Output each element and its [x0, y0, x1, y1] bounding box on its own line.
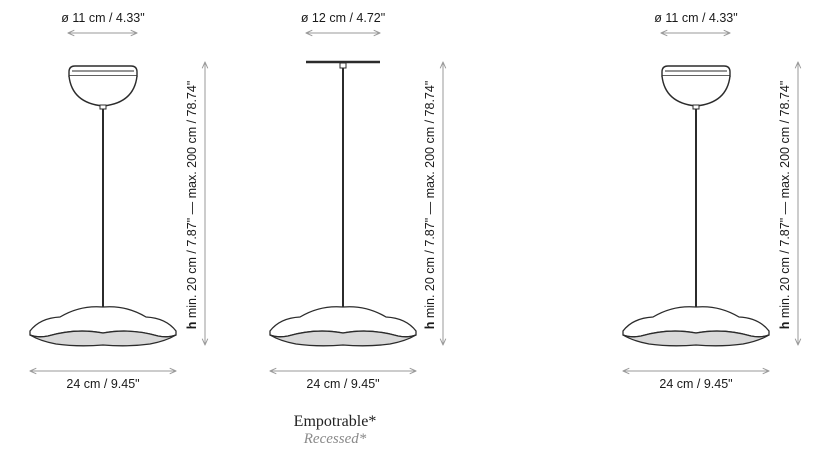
lamp-2-shade — [269, 306, 417, 347]
lamp-2-height-dimension: h min. 20 cm / 7.87" — max. 200 cm / 78.… — [423, 81, 437, 330]
lamp-1-shade — [29, 306, 177, 347]
caption-title: Empotrable* — [293, 413, 377, 430]
lamp-1-ceiling-canopy — [68, 65, 138, 110]
lamp-2-top-dimension: ø 12 cm / 4.72" — [301, 11, 385, 25]
lamp-3-bottom-dimension: 24 cm / 9.45" — [659, 377, 732, 391]
lamp-1-top-dimension: ø 11 cm / 4.33" — [61, 11, 144, 25]
lamp-2-recessed: ø 12 cm / 4.72" 24 cm / 9.45" h min. 20 … — [270, 11, 443, 391]
lamp-3-top-dimension: ø 11 cm / 4.33" — [654, 11, 737, 25]
lamp-3-shade — [622, 306, 770, 347]
lamp-1: ø 11 cm / 4.33" 24 cm / 9.45" h min. 20 … — [30, 11, 205, 391]
lamp-2-recessed-plate — [306, 60, 380, 69]
caption-subtitle: Recessed* — [303, 431, 367, 447]
lamp-1-bottom-dimension: 24 cm / 9.45" — [66, 377, 139, 391]
lamp-2-bottom-dimension: 24 cm / 9.45" — [306, 377, 379, 391]
lamp-3: ø 11 cm / 4.33" 24 cm / 9.45" h min. 20 … — [623, 11, 798, 391]
lamp-1-height-dimension: h min. 20 cm / 7.87" — max. 200 cm / 78.… — [185, 81, 199, 330]
lamp-3-height-dimension: h min. 20 cm / 7.87" — max. 200 cm / 78.… — [778, 81, 792, 330]
lamp-3-ceiling-canopy — [661, 65, 731, 110]
